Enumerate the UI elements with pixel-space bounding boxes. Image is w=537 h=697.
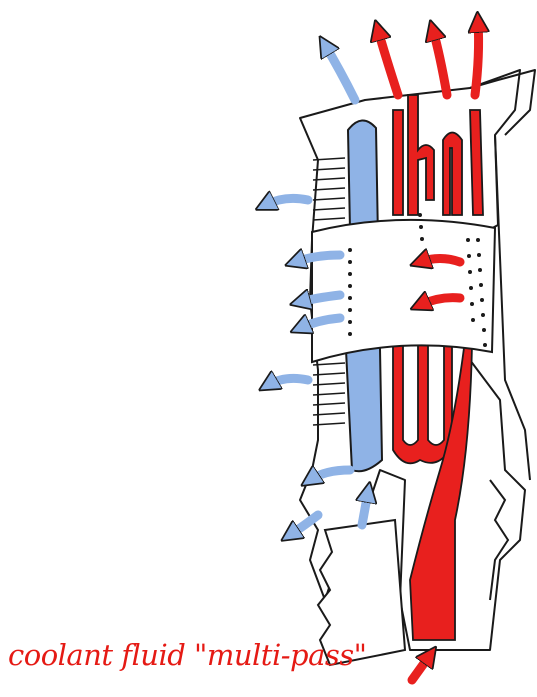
red-flow-arrow-icon: [378, 30, 398, 95]
blue-flow-arrow-icon: [290, 515, 318, 535]
red-flow-arrow-icon: [412, 655, 430, 680]
red-flow-arrow-icon: [433, 30, 447, 95]
blue-flow-arrow-icon: [362, 492, 368, 525]
blue-flow-arrow-icon: [325, 45, 355, 100]
blue-flow-arrow-icon: [268, 378, 308, 385]
blue-flow-arrow-icon: [265, 198, 308, 205]
red-flow-arrow-icon: [420, 259, 460, 263]
red-flow-arrow-icon: [475, 22, 479, 95]
caption-coolant-fluid: coolant fluid "multi-pass": [8, 638, 367, 672]
